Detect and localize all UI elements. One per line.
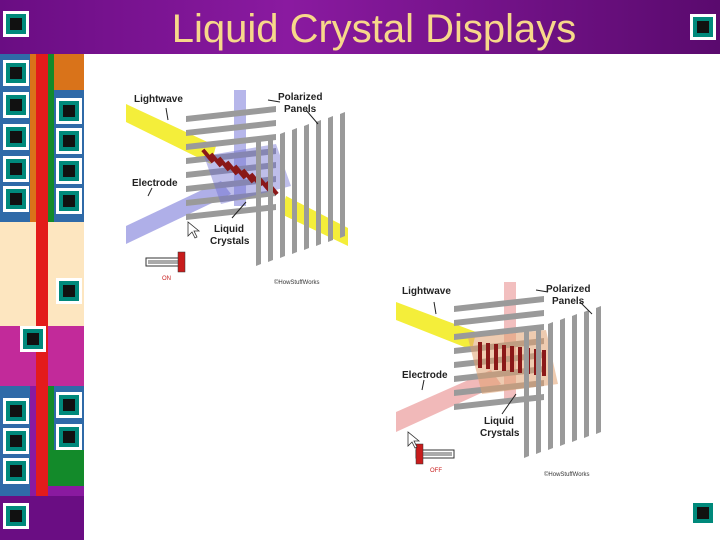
label-electrode: Electrode xyxy=(132,178,178,189)
lightwave-beam-out xyxy=(281,196,348,246)
corner-square-bottom-left xyxy=(3,503,29,529)
corner-square-top-left xyxy=(3,11,29,37)
deco-square-2 xyxy=(3,92,29,118)
switch-track xyxy=(418,452,452,456)
credit-label: ©HowStuffWorks xyxy=(274,280,320,286)
deco-square-5 xyxy=(3,186,29,212)
label-polarized-line-2: Panels xyxy=(284,104,317,115)
switch-handle xyxy=(177,251,186,273)
label-lightwave: Lightwave xyxy=(134,94,183,105)
left-bar-red xyxy=(36,44,48,496)
label-electrode: Electrode xyxy=(402,370,448,381)
label-polarized-line-1: Polarized xyxy=(278,92,323,103)
corner-square-top-right xyxy=(690,14,716,40)
deco-square-7 xyxy=(56,128,82,154)
cursor-icon xyxy=(407,431,421,449)
polarizer-horizontal xyxy=(186,106,276,220)
deco-square-15 xyxy=(56,392,82,418)
deco-square-6 xyxy=(56,98,82,124)
switch-state-label: ON xyxy=(162,276,171,282)
switch-handle xyxy=(415,443,424,465)
deco-square-8 xyxy=(56,158,82,184)
corner-square-bottom-right xyxy=(690,500,716,526)
deco-square-14 xyxy=(3,458,29,484)
cursor-icon xyxy=(187,221,201,239)
deco-square-11 xyxy=(20,326,46,352)
label-liquid: Liquid xyxy=(484,416,514,427)
electrode-beam xyxy=(126,181,231,244)
switch-state-label: OFF xyxy=(430,468,442,474)
slide-title: Liquid Crystal Displays xyxy=(171,7,577,51)
lcd-diagram-on: Lightwave Polarized Panels Electrode Liq… xyxy=(126,86,348,292)
left-bar-orange xyxy=(30,54,36,222)
deco-square-3 xyxy=(3,124,29,150)
lcd-diagram-off: Lightwave Polarized Panels Electrode Liq… xyxy=(396,280,612,482)
deco-square-16 xyxy=(56,424,82,450)
label-lightwave: Lightwave xyxy=(402,286,451,297)
switch-track xyxy=(148,260,182,264)
deco-square-9 xyxy=(56,188,82,214)
label-crystals: Crystals xyxy=(210,236,250,247)
title-bar xyxy=(0,0,720,54)
deco-square-10 xyxy=(56,278,82,304)
label-liquid: Liquid xyxy=(214,224,244,235)
credit-label: ©HowStuffWorks xyxy=(544,472,590,478)
deco-square-13 xyxy=(3,428,29,454)
label-crystals: Crystals xyxy=(480,428,520,439)
deco-square-1 xyxy=(3,60,29,86)
deco-square-12 xyxy=(3,398,29,424)
lcd-diagram-on-drawing xyxy=(126,90,348,273)
left-bar-green-strip xyxy=(48,54,54,222)
left-bar-orange-top xyxy=(54,54,84,90)
polarizer-vertical xyxy=(524,306,601,458)
electrode-beam xyxy=(396,370,501,432)
label-polarized-line-2: Panels xyxy=(552,296,585,307)
lcd-diagram-off-drawing xyxy=(396,282,601,465)
deco-square-4 xyxy=(3,156,29,182)
leader-lines xyxy=(421,289,593,415)
leader-lines xyxy=(147,99,319,219)
label-polarized-line-1: Polarized xyxy=(546,284,591,295)
polarizer-vertical xyxy=(256,112,345,266)
